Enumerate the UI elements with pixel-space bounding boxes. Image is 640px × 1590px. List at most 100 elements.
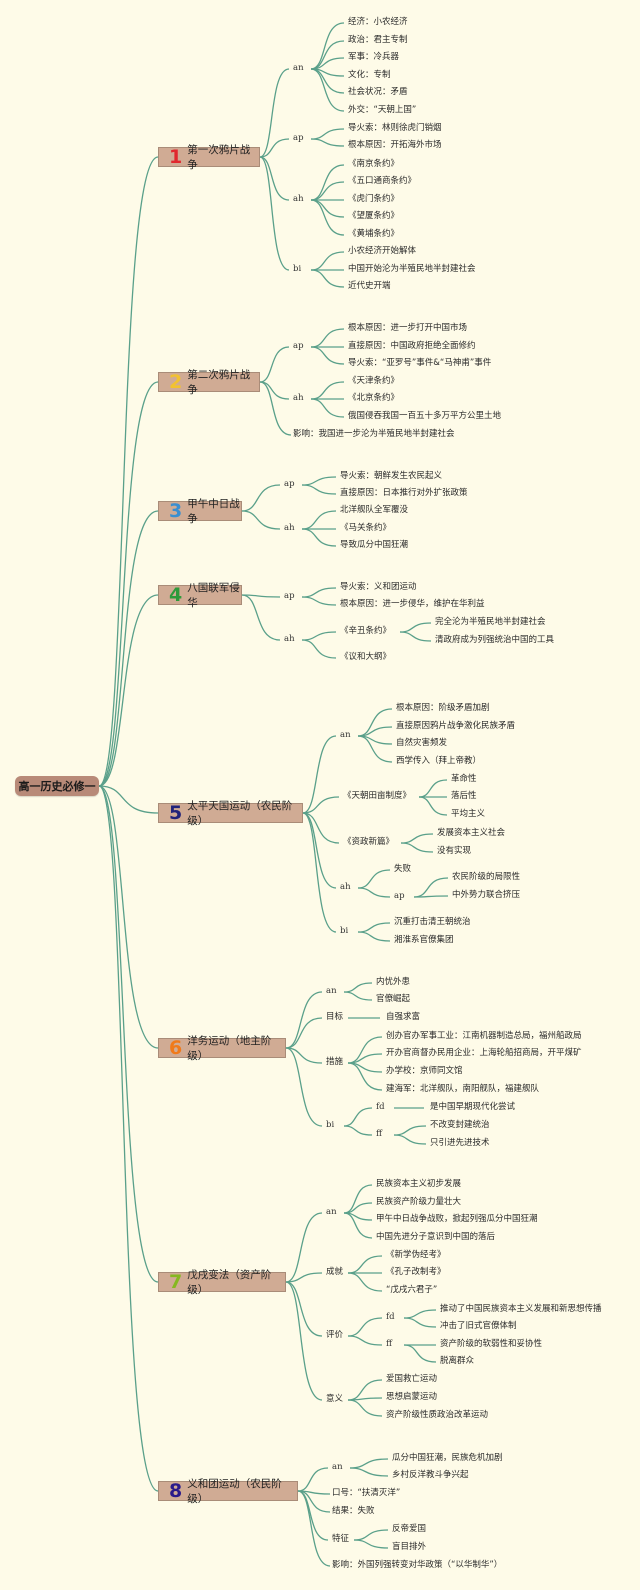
leaf-node[interactable]: 导火索：林则徐虎门销烟 <box>348 123 442 133</box>
leaf-node[interactable]: 直接原因：日本推行对外扩张政策 <box>340 488 468 498</box>
branch-tag[interactable]: ap <box>293 133 304 143</box>
leaf-node[interactable]: 冲击了旧式官僚体制 <box>440 1321 517 1331</box>
leaf-node[interactable]: 创办官办军事工业：江南机器制造总局，福州船政局 <box>386 1031 582 1041</box>
branch-tag[interactable]: an <box>332 1462 343 1472</box>
leaf-node[interactable]: 《辛丑条约》 <box>340 626 392 636</box>
leaf-node[interactable]: 瓜分中国狂潮，民族危机加剧 <box>392 1453 503 1463</box>
sub-tag[interactable]: ap <box>394 891 405 901</box>
leaf-node[interactable]: “戊戌六君子” <box>386 1285 438 1295</box>
leaf-node[interactable]: 民族资本主义初步发展 <box>376 1179 462 1189</box>
leaf-node[interactable]: 盲目排外 <box>392 1542 427 1552</box>
leaf-node[interactable]: 沉重打击清王朝统治 <box>394 917 471 927</box>
branch-tag[interactable]: 《天朝田亩制度》 <box>343 791 412 801</box>
leaf-node[interactable]: 官僚崛起 <box>376 994 411 1004</box>
leaf-node[interactable]: 甲午中日战争战败，掀起列强瓜分中国狂潮 <box>376 1214 538 1224</box>
leaf-node[interactable]: 《望厦条约》 <box>348 211 400 221</box>
leaf-node[interactable]: 没有实现 <box>437 846 472 856</box>
leaf-node[interactable]: 资产阶级性质政治改革运动 <box>386 1410 489 1420</box>
branch-tag[interactable]: ap <box>284 479 295 489</box>
leaf-node[interactable]: 湘淮系官僚集团 <box>394 935 454 945</box>
leaf-node[interactable]: 推动了中国民族资本主义发展和新思想传播 <box>440 1304 602 1314</box>
branch-tag[interactable]: bi <box>340 926 349 936</box>
leaf-node[interactable]: 中国先进分子意识到中国的落后 <box>376 1232 496 1242</box>
leaf-node[interactable]: 农民阶级的局限性 <box>452 872 521 882</box>
leaf-node[interactable]: 外交：“天朝上国” <box>348 105 417 115</box>
leaf-node[interactable]: 西学传入（拜上帝教） <box>396 756 482 766</box>
leaf-node[interactable]: 文化：专制 <box>348 70 391 80</box>
leaf-node[interactable]: 《黄埔条约》 <box>348 229 400 239</box>
branch-tag[interactable]: ah <box>340 882 351 892</box>
branch-tag[interactable]: 评价 <box>326 1330 344 1340</box>
leaf-node[interactable]: 俄国侵吞我国一百五十多万平方公里土地 <box>348 411 502 421</box>
leaf-node[interactable]: 失败 <box>394 864 412 874</box>
branch-tag[interactable]: bi <box>293 264 302 274</box>
leaf-node[interactable]: 经济：小农经济 <box>348 17 408 27</box>
leaf-node[interactable]: 脱离群众 <box>440 1356 475 1366</box>
leaf-node[interactable]: 建海军：北洋舰队，南阳舰队，福建舰队 <box>386 1084 540 1094</box>
branch-tag[interactable]: ah <box>293 393 304 403</box>
leaf-node[interactable]: 思想启蒙运动 <box>386 1392 438 1402</box>
leaf-node[interactable]: 军事：冷兵器 <box>348 52 400 62</box>
leaf-node[interactable]: 影响：我国进一步沦为半殖民地半封建社会 <box>293 429 455 439</box>
leaf-node[interactable]: 中国开始沦为半殖民地半封建社会 <box>348 264 476 274</box>
leaf-node[interactable]: 爱国救亡运动 <box>386 1374 438 1384</box>
branch-tag[interactable]: an <box>326 1207 337 1217</box>
leaf-node[interactable]: 《虎门条约》 <box>348 194 400 204</box>
leaf-node[interactable]: 清政府成为列强统治中国的工具 <box>435 635 555 645</box>
leaf-node[interactable]: 根本原因：进一步打开中国市场 <box>348 323 468 333</box>
leaf-node[interactable]: 不改变封建统治 <box>430 1120 490 1130</box>
leaf-node[interactable]: 北洋舰队全军覆没 <box>340 505 409 515</box>
leaf-node[interactable]: 《天津条约》 <box>348 376 400 386</box>
sub-tag[interactable]: ff <box>376 1129 383 1139</box>
leaf-node[interactable]: 内忧外患 <box>376 977 411 987</box>
leaf-node[interactable]: 民族资产阶级力量壮大 <box>376 1197 462 1207</box>
branch-tag[interactable]: an <box>293 63 304 73</box>
root-node[interactable]: 高一历史必修一 <box>15 776 99 796</box>
leaf-node[interactable]: 是中国早期现代化尝试 <box>430 1102 516 1112</box>
branch-tag[interactable]: 《资政新篇》 <box>343 837 395 847</box>
sub-tag[interactable]: fd <box>386 1312 395 1322</box>
leaf-node[interactable]: 落后性 <box>451 791 477 801</box>
leaf-node[interactable]: 《议和大纲》 <box>340 652 392 662</box>
branch-tag[interactable]: ah <box>293 194 304 204</box>
leaf-node[interactable]: 结果：失败 <box>332 1506 375 1516</box>
leaf-node[interactable]: 完全沦为半殖民地半封建社会 <box>435 617 546 627</box>
leaf-node[interactable]: 政治：君主专制 <box>348 35 408 45</box>
leaf-node[interactable]: 《孔子改制考》 <box>386 1267 446 1277</box>
branch-tag[interactable]: 成就 <box>326 1267 344 1277</box>
leaf-node[interactable]: 小农经济开始解体 <box>348 246 417 256</box>
leaf-node[interactable]: 根本原因：开拓海外市场 <box>348 140 442 150</box>
branch-tag[interactable]: ap <box>293 341 304 351</box>
leaf-node[interactable]: 口号：“扶清灭洋” <box>332 1488 401 1498</box>
branch-tag[interactable]: 措施 <box>326 1057 344 1067</box>
leaf-node[interactable]: 发展资本主义社会 <box>437 828 506 838</box>
leaf-node[interactable]: 直接原因鸦片战争激化民族矛盾 <box>396 721 516 731</box>
branch-tag[interactable]: 特征 <box>332 1534 350 1544</box>
leaf-node[interactable]: 影响：外国列强转变对华政策（“以华制华”） <box>332 1560 503 1570</box>
leaf-node[interactable]: 导致瓜分中国狂潮 <box>340 540 409 550</box>
branch-tag[interactable]: an <box>340 730 351 740</box>
leaf-node[interactable]: 导火索：义和团运动 <box>340 582 417 592</box>
branch-tag[interactable]: an <box>326 986 337 996</box>
leaf-node[interactable]: 乡村反洋教斗争兴起 <box>392 1470 469 1480</box>
leaf-node[interactable]: 近代史开端 <box>348 281 391 291</box>
leaf-node[interactable]: 平均主义 <box>451 809 486 819</box>
sub-tag[interactable]: ff <box>386 1339 393 1349</box>
leaf-node[interactable]: 《马关条约》 <box>340 523 392 533</box>
branch-tag[interactable]: bi <box>326 1120 335 1130</box>
leaf-node[interactable]: 自然灾害频发 <box>396 738 448 748</box>
leaf-node[interactable]: 只引进先进技术 <box>430 1138 490 1148</box>
branch-tag[interactable]: ap <box>284 591 295 601</box>
sub-tag[interactable]: fd <box>376 1102 385 1112</box>
leaf-node[interactable]: 导火索：“亚罗号”事件&“马神甫”事件 <box>348 358 492 368</box>
leaf-node[interactable]: 反帝爱国 <box>392 1524 427 1534</box>
leaf-node[interactable]: 直接原因：中国政府拒绝全面修约 <box>348 341 476 351</box>
